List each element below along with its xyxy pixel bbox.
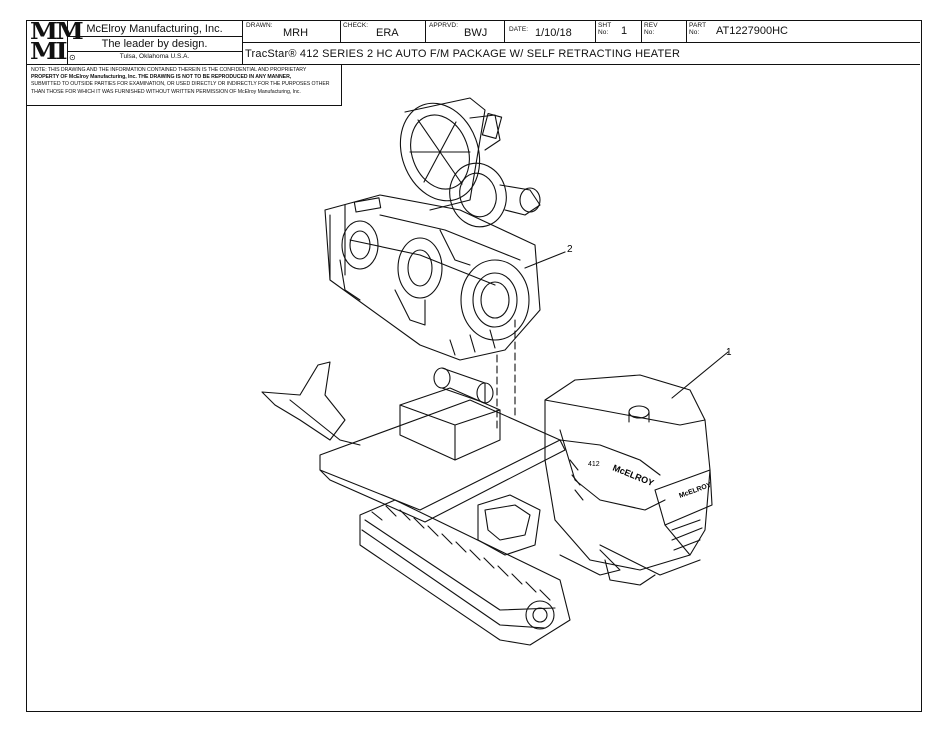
- part-number: AT1227900HC: [716, 25, 788, 37]
- balloon-1: 1: [726, 347, 732, 358]
- note-line-3: SUBMITTED TO OUTSIDE PARTIES FOR EXAMINA…: [31, 81, 330, 88]
- apprvd-value: BWJ: [464, 27, 488, 39]
- logo-line-2: MI: [30, 38, 68, 65]
- part-label-1: PART: [689, 22, 707, 29]
- drawn-value: MRH: [283, 27, 309, 39]
- gear-icon: ⊙: [69, 53, 76, 62]
- check-value: ERA: [376, 27, 399, 39]
- confidentiality-note: NOTE: THIS DRAWING AND THE INFORMATION C…: [27, 64, 342, 106]
- fusion-carriage-assembly: [324, 97, 541, 361]
- leader-line-1: [671, 351, 729, 399]
- note-line-1: NOTE: THIS DRAWING AND THE INFORMATION C…: [31, 67, 307, 73]
- balloon-2: 2: [567, 244, 573, 255]
- machine-model-text: 412: [588, 461, 600, 468]
- drawn-label: DRAWN:: [246, 22, 273, 29]
- drawing-description: TracStar® 412 SERIES 2 HC AUTO F/M PACKA…: [245, 48, 681, 60]
- note-line-4: THAN THOSE FOR WHICH IT WAS FURNISHED WI…: [31, 88, 301, 95]
- tracstar-machine: [261, 361, 713, 646]
- date-label: DATE:: [509, 26, 529, 33]
- company-location: Tulsa, Oklahoma U.S.A.: [119, 53, 190, 60]
- drawing-sheet: MM MI McElroy Manufacturing, Inc. The le…: [26, 20, 922, 712]
- leader-line-2: [524, 251, 566, 269]
- part-label-2: No:: [689, 29, 700, 36]
- company-slogan: The leader by design.: [101, 38, 208, 50]
- note-line-2: PROPERTY OF McElroy Manufacturing, Inc. …: [31, 74, 292, 81]
- company-block: McElroy Manufacturing, Inc. The leader b…: [67, 21, 242, 64]
- sht-label-2: No:: [598, 29, 609, 36]
- check-label: CHECK:: [343, 22, 369, 29]
- title-block: MM MI McElroy Manufacturing, Inc. The le…: [27, 20, 920, 65]
- company-name: McElroy Manufacturing, Inc.: [86, 23, 223, 35]
- sht-value: 1: [621, 25, 628, 37]
- date-value: 1/10/18: [535, 27, 572, 39]
- rev-label-2: No:: [644, 29, 655, 36]
- sht-label-1: SHT: [598, 22, 612, 29]
- rev-label-1: REV: [644, 22, 658, 29]
- apprvd-label: APPRVD:: [429, 22, 459, 29]
